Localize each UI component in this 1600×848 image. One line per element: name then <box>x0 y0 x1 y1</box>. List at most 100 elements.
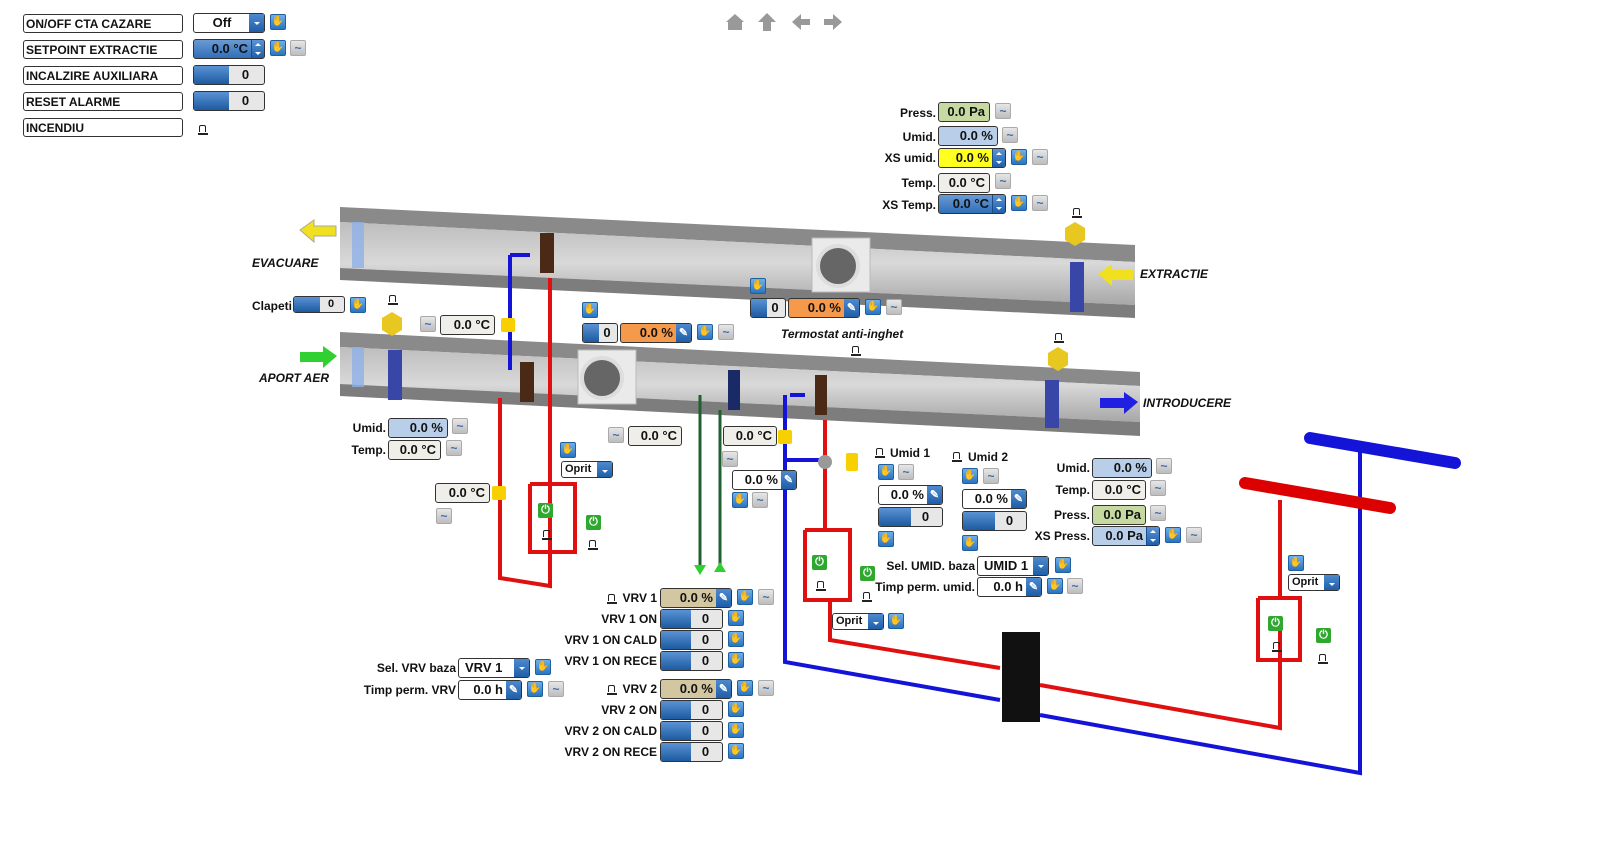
arrow-up-icon[interactable] <box>756 11 778 33</box>
manual-hand-icon[interactable]: ✋ <box>270 14 286 30</box>
exhaust-fan-speed[interactable]: 0.0 %✎ <box>788 298 860 318</box>
alarm-bell-icon[interactable] <box>952 452 962 462</box>
trend-icon[interactable]: ~ <box>290 40 306 56</box>
trend-icon[interactable]: ~ <box>1032 149 1048 165</box>
xs-umid-input[interactable]: 0.0 % <box>938 148 1006 168</box>
manual-hand-icon[interactable]: ✋ <box>962 535 978 551</box>
alarm-bell-icon[interactable] <box>388 295 398 305</box>
onoff-select[interactable]: Off <box>193 13 265 33</box>
manual-hand-icon[interactable]: ✋ <box>350 297 366 313</box>
vrv2-cald-toggle[interactable]: 0 <box>660 721 723 741</box>
manual-hand-icon[interactable]: ✋ <box>535 659 551 675</box>
umid2-input[interactable]: 0.0 %✎ <box>962 489 1027 509</box>
umid1-toggle[interactable]: 0 <box>878 507 943 527</box>
setpoint-input[interactable]: 0.0 °C <box>193 39 265 59</box>
manual-hand-icon[interactable]: ✋ <box>560 442 576 458</box>
manual-hand-icon[interactable]: ✋ <box>1047 578 1063 594</box>
reset-toggle[interactable]: 0 <box>193 91 265 111</box>
trend-icon[interactable]: ~ <box>1067 578 1083 594</box>
vrv2-on-toggle[interactable]: 0 <box>660 700 723 720</box>
manual-hand-icon[interactable]: ✋ <box>270 40 286 56</box>
trend-icon[interactable]: ~ <box>1032 195 1048 211</box>
alarm-bell-icon[interactable] <box>816 581 826 591</box>
right-pump-mode-select[interactable]: Oprit <box>1288 574 1340 591</box>
trend-icon[interactable]: ~ <box>446 440 462 456</box>
manual-hand-icon[interactable]: ✋ <box>1011 149 1027 165</box>
trend-icon[interactable]: ~ <box>898 464 914 480</box>
clapeti-toggle[interactable]: 0 <box>293 296 345 313</box>
manual-hand-icon[interactable]: ✋ <box>962 468 978 484</box>
trend-icon[interactable]: ~ <box>420 316 436 332</box>
edit-pencil-icon[interactable]: ✎ <box>1026 578 1041 596</box>
manual-hand-icon[interactable]: ✋ <box>728 610 744 626</box>
trend-icon[interactable]: ~ <box>452 418 468 434</box>
supply-fan-speed[interactable]: 0.0 %✎ <box>620 323 692 343</box>
trend-icon[interactable]: ~ <box>548 681 564 697</box>
power-icon[interactable]: ⏻ <box>1316 628 1331 643</box>
power-icon[interactable]: ⏻ <box>1268 616 1283 631</box>
sel-umid-select[interactable]: UMID 1 <box>977 556 1049 576</box>
edit-pencil-icon[interactable]: ✎ <box>506 681 521 699</box>
trend-icon[interactable]: ~ <box>718 324 734 340</box>
trend-icon[interactable]: ~ <box>1156 458 1172 474</box>
manual-hand-icon[interactable]: ✋ <box>737 589 753 605</box>
alarm-bell-icon[interactable] <box>1272 642 1282 652</box>
trend-icon[interactable]: ~ <box>1002 127 1018 143</box>
alarm-bell-icon[interactable] <box>588 540 598 550</box>
trend-icon[interactable]: ~ <box>758 589 774 605</box>
home-icon[interactable] <box>724 11 746 33</box>
arrow-right-icon[interactable] <box>822 11 844 33</box>
power-icon[interactable]: ⏻ <box>860 566 875 581</box>
edit-pencil-icon[interactable]: ✎ <box>1011 490 1026 508</box>
vrv1-cald-toggle[interactable]: 0 <box>660 630 723 650</box>
valve-pct-input[interactable]: 0.0 %✎ <box>732 470 797 490</box>
manual-hand-icon[interactable]: ✋ <box>728 743 744 759</box>
spinner-icon[interactable] <box>992 195 1005 213</box>
manual-hand-icon[interactable]: ✋ <box>865 299 881 315</box>
timp-vrv-input[interactable]: 0.0 h✎ <box>458 680 522 700</box>
manual-hand-icon[interactable]: ✋ <box>1011 195 1027 211</box>
manual-hand-icon[interactable]: ✋ <box>878 531 894 547</box>
manual-hand-icon[interactable]: ✋ <box>728 631 744 647</box>
spinner-icon[interactable] <box>251 40 264 58</box>
cooling-pump-mode-select[interactable]: Oprit <box>832 613 884 630</box>
trend-icon[interactable]: ~ <box>983 468 999 484</box>
vrv2-input[interactable]: 0.0 %✎ <box>660 679 732 699</box>
trend-icon[interactable]: ~ <box>608 427 624 443</box>
vrv1-rece-toggle[interactable]: 0 <box>660 651 723 671</box>
manual-hand-icon[interactable]: ✋ <box>878 464 894 480</box>
edit-pencil-icon[interactable]: ✎ <box>676 324 691 342</box>
trend-icon[interactable]: ~ <box>722 451 738 467</box>
edit-pencil-icon[interactable]: ✎ <box>716 680 731 698</box>
manual-hand-icon[interactable]: ✋ <box>1055 557 1071 573</box>
arrow-left-icon[interactable] <box>790 11 812 33</box>
timp-umid-input[interactable]: 0.0 h✎ <box>977 577 1042 597</box>
edit-pencil-icon[interactable]: ✎ <box>716 589 731 607</box>
trend-icon[interactable]: ~ <box>886 299 902 315</box>
alarm-bell-icon[interactable] <box>542 530 552 540</box>
manual-hand-icon[interactable]: ✋ <box>888 613 904 629</box>
alarm-bell-icon[interactable] <box>875 448 885 458</box>
alarm-bell-icon[interactable] <box>1072 208 1082 218</box>
xs-temp-input[interactable]: 0.0 °C <box>938 194 1006 214</box>
trend-icon[interactable]: ~ <box>436 508 452 524</box>
spinner-icon[interactable] <box>992 149 1005 167</box>
trend-icon[interactable]: ~ <box>995 173 1011 189</box>
alarm-bell-icon[interactable] <box>198 125 208 135</box>
trend-icon[interactable]: ~ <box>995 103 1011 119</box>
incalzire-toggle[interactable]: 0 <box>193 65 265 85</box>
edit-pencil-icon[interactable]: ✎ <box>781 471 796 489</box>
edit-pencil-icon[interactable]: ✎ <box>844 299 859 317</box>
manual-hand-icon[interactable]: ✋ <box>737 680 753 696</box>
manual-hand-icon[interactable]: ✋ <box>1288 555 1304 571</box>
manual-hand-icon[interactable]: ✋ <box>728 701 744 717</box>
manual-hand-icon[interactable]: ✋ <box>750 278 766 294</box>
trend-icon[interactable]: ~ <box>752 492 768 508</box>
trend-icon[interactable]: ~ <box>1150 480 1166 496</box>
alarm-bell-icon[interactable] <box>607 594 617 604</box>
trend-icon[interactable]: ~ <box>1150 505 1166 521</box>
alarm-bell-icon[interactable] <box>851 346 861 356</box>
vrv1-input[interactable]: 0.0 %✎ <box>660 588 732 608</box>
vrv2-rece-toggle[interactable]: 0 <box>660 742 723 762</box>
manual-hand-icon[interactable]: ✋ <box>728 652 744 668</box>
